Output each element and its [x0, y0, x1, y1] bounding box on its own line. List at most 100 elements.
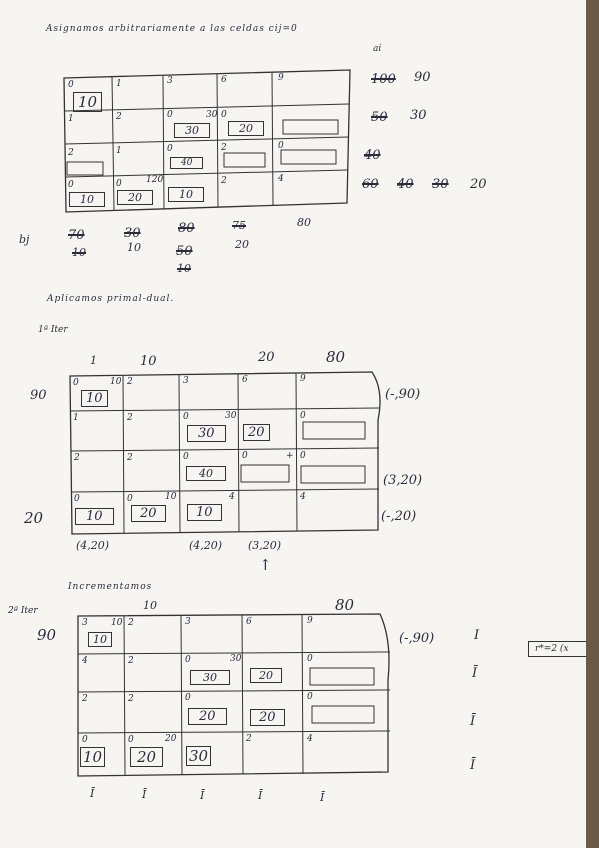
t3-cost: 30 — [230, 654, 242, 664]
t3-cost: 9 — [307, 616, 313, 626]
t1-cost: 0 — [167, 144, 173, 154]
t2-cost: 0 — [74, 494, 80, 504]
t2-cost: 0 — [242, 451, 248, 461]
t3-cost: 3 — [185, 617, 191, 627]
t2-cost: 1 — [73, 413, 79, 423]
t2-cost: 10 — [165, 492, 177, 502]
t2-cost: 4 — [300, 492, 306, 502]
supply-label: ai — [373, 44, 382, 54]
t3-col-mark: Ī — [90, 787, 95, 800]
t3-row-mark: Ī — [472, 666, 478, 681]
up-arrow-icon: ↑ — [259, 556, 272, 574]
t2-cost: 2 — [127, 377, 133, 387]
t2-cost: 4 — [229, 492, 235, 502]
t3-allocation: 10 — [80, 747, 106, 767]
supply-old: 100 — [371, 72, 396, 87]
demand-old: 75 — [232, 219, 246, 232]
t3-cost: 2 — [246, 734, 252, 744]
t2-row-dual: 90 — [30, 388, 47, 403]
t1-cost: 2 — [221, 143, 227, 153]
t1-cost: 30 — [206, 110, 218, 120]
t2-allocation: 20 — [243, 424, 270, 441]
t1-cost: 0 — [221, 110, 227, 120]
demand-current: 80 — [297, 216, 311, 229]
t2-col-dual: 10 — [140, 354, 157, 369]
t3-row-mark: I — [474, 628, 480, 643]
t3-row-mark: Ī — [470, 758, 476, 773]
t1-cost: 2 — [68, 148, 74, 158]
t3-cost: 20 — [165, 734, 177, 744]
t1-cost: 0 — [116, 179, 122, 189]
t2-allocation: 10 — [75, 508, 114, 525]
t2-cost: 3 — [183, 376, 189, 386]
t2-cost: 0 — [300, 411, 306, 421]
demand-old: 30 — [124, 226, 141, 241]
t3-cost: 2 — [82, 694, 88, 704]
section-title: Incrementamos — [68, 582, 153, 592]
t3-col-mark: Ī — [258, 789, 263, 802]
demand-current: 10 — [127, 241, 141, 254]
demand-label: bj — [19, 233, 30, 246]
t3-col-mark: Ī — [320, 791, 325, 804]
t3-cost: 0 — [128, 735, 134, 745]
t2-col-dual: 1 — [90, 354, 97, 367]
t2-row-label: (-,90) — [385, 387, 421, 402]
t3-cost: 3 — [82, 618, 88, 628]
t1-cost: 0 — [278, 141, 284, 151]
t2-cost: 6 — [242, 375, 248, 385]
t2-cost: 0 — [127, 494, 133, 504]
t2-allocation: 10 — [187, 504, 222, 521]
demand-old: 10 — [72, 246, 86, 259]
iteration-label: 1ª Iter — [38, 325, 68, 335]
t2-allocation: 20 — [131, 505, 166, 522]
supply-old: 40 — [364, 148, 381, 163]
demand-old: 10 — [177, 262, 191, 275]
t3-cost: 0 — [307, 654, 313, 664]
t2-cost: 0 — [183, 452, 189, 462]
t2-row-label: (3,20) — [383, 473, 423, 488]
t2-cost: 0 — [73, 378, 79, 388]
t3-cost: 4 — [82, 656, 88, 666]
t2-cost: 10 — [110, 377, 122, 387]
demand-old: 80 — [178, 221, 195, 236]
t2-cost: 9 — [300, 374, 306, 384]
demand-old: 50 — [176, 244, 193, 259]
t3-cost: 2 — [128, 656, 134, 666]
t2-col-label: (3,20) — [248, 539, 282, 552]
t3-row-mark: Ī — [470, 714, 476, 729]
supply-old: 50 — [371, 110, 388, 125]
t2-cost: + — [286, 451, 294, 461]
t2-cost: 0 — [300, 451, 306, 461]
t1-allocation: 10 — [168, 187, 204, 202]
t3-col-mark: Ī — [200, 789, 205, 802]
t2-allocation: 10 — [81, 390, 108, 407]
t3-cost: 2 — [128, 618, 134, 628]
t3-row-dual: 90 — [37, 626, 57, 644]
supply-old: 30 — [432, 177, 449, 192]
supply-old: 40 — [397, 177, 414, 192]
supply-current: 30 — [410, 108, 427, 123]
t2-allocation: 40 — [186, 466, 226, 481]
t1-cost: 0 — [68, 180, 74, 190]
t3-allocation: 20 — [188, 708, 227, 725]
section-title: Aplicamos primal-dual. — [47, 294, 175, 304]
t2-cost: 2 — [74, 453, 80, 463]
t1-allocation: 10 — [69, 192, 105, 207]
t3-cost: 0 — [185, 655, 191, 665]
t1-cost: 0 — [167, 110, 173, 120]
t1-allocation: 20 — [228, 121, 264, 136]
t1-allocation: 10 — [73, 92, 103, 112]
t2-allocation: 30 — [187, 425, 226, 442]
t1-cost: 3 — [167, 76, 173, 86]
t3-cost: 0 — [82, 735, 88, 745]
t3-col-mark: Ī — [142, 788, 147, 801]
t3-col-dual: 10 — [143, 599, 157, 612]
t1-allocation: 40 — [170, 157, 204, 169]
t2-col-dual: 20 — [258, 350, 275, 365]
t2-col-label: (4,20) — [76, 539, 110, 552]
t1-cost: 1 — [68, 114, 74, 124]
t1-allocation: 20 — [117, 190, 153, 205]
t1-cost: 120 — [146, 175, 164, 185]
